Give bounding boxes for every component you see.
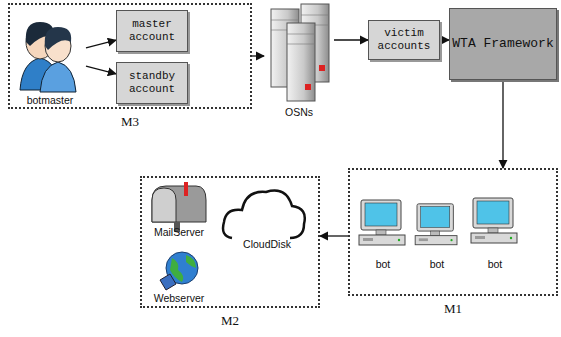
arrow-connector — [86, 40, 116, 48]
cloud-disk-node: CloudDisk — [220, 184, 314, 250]
module-region: M2MailServerCloudDiskWebserver — [140, 176, 320, 308]
module-region: M1botbotbot — [348, 168, 558, 296]
region-label: M3 — [121, 115, 139, 130]
node-text: MailServer — [154, 226, 204, 238]
node-text: Webserver — [154, 292, 205, 304]
node-text: botmaster — [27, 94, 74, 106]
node-text: standby account — [117, 70, 187, 95]
framework-box: WTA Framework — [449, 8, 557, 80]
node-text: master account — [117, 18, 187, 43]
arrow-connector — [320, 235, 348, 236]
account-box: standby account — [116, 62, 188, 104]
node-text: CloudDisk — [243, 238, 291, 250]
arrow-connector — [334, 39, 368, 40]
botmaster-figure — [20, 22, 76, 92]
mail-server-node: MailServer — [146, 180, 212, 238]
osn-node: OSNs — [264, 2, 334, 118]
node-text: OSNs — [285, 106, 313, 118]
botmaster-node: botmaster — [14, 8, 86, 106]
region-label: M2 — [221, 314, 239, 329]
node-text: bot — [488, 258, 503, 270]
node-text: bot — [376, 258, 391, 270]
cloud-icon — [223, 191, 305, 238]
arrow-connector — [502, 80, 503, 168]
account-box: victim accounts — [368, 20, 440, 60]
node-text: bot — [430, 258, 445, 270]
node-text: victim accounts — [369, 27, 439, 52]
account-box: master account — [116, 10, 188, 52]
arrow-connector — [86, 66, 116, 74]
bot-node: bot — [468, 192, 522, 270]
globe-icon — [160, 252, 198, 290]
node-text: WTA Framework — [452, 37, 553, 52]
mailbox-icon — [152, 182, 206, 232]
bot-computer — [359, 198, 517, 245]
web-server-node: Webserver — [146, 246, 212, 304]
server-icon — [271, 4, 329, 101]
arrow-connector — [252, 55, 264, 56]
bot-node: bot — [356, 194, 410, 270]
bot-node: bot — [412, 198, 462, 270]
region-label: M1 — [444, 302, 462, 317]
arrow-connector — [440, 39, 449, 40]
module-region: M3botmastermaster accountstandby account — [8, 3, 252, 109]
